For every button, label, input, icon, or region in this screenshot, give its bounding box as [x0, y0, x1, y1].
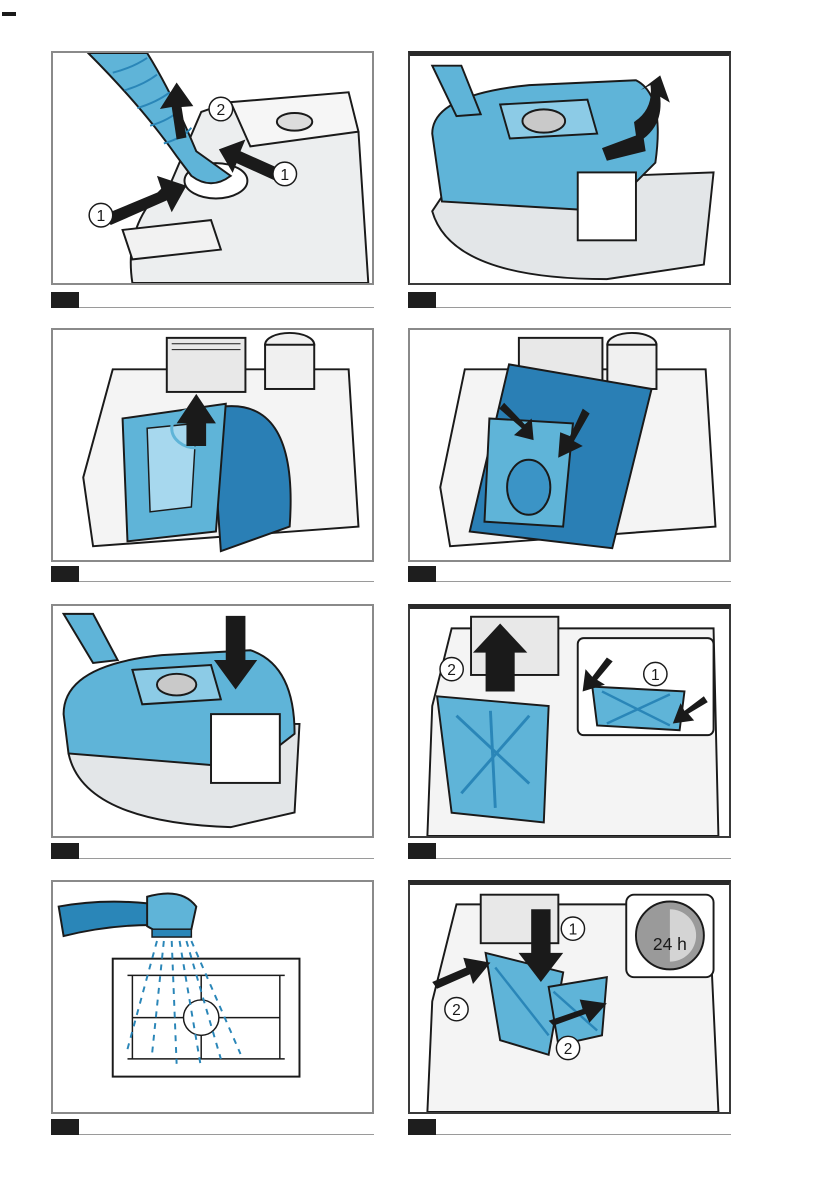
step-marker-1 [51, 292, 374, 308]
step-marker-6 [408, 843, 731, 859]
step-marker-8 [408, 1119, 731, 1135]
step-marker-7 [51, 1119, 374, 1135]
step-marker-4 [408, 566, 731, 582]
callout-label: 2 [216, 102, 225, 119]
figure-2-open-lid [408, 51, 731, 285]
figure-6-remove-filter: 1 2 [408, 604, 731, 838]
arrow-icon [410, 330, 729, 560]
figure-3-remove-bag [51, 328, 374, 562]
callout-label: 2 [452, 1002, 461, 1019]
arrow-icon [53, 606, 372, 836]
callout-number-icon: 1 2 [410, 609, 729, 836]
step-marker-3 [51, 566, 374, 582]
callout-label: 2 [564, 1041, 573, 1058]
callout-label: 1 [97, 208, 106, 225]
page-corner-mark [2, 12, 16, 16]
figure-1-remove-hose: 1 1 2 [51, 51, 374, 285]
callout-number-icon: 1 2 2 [410, 885, 729, 1112]
figure-5-close-lid [51, 604, 374, 838]
step-marker-5 [51, 843, 374, 859]
arrow-icon [410, 56, 729, 283]
arrow-icon [53, 330, 372, 560]
step-marker-2 [408, 292, 731, 308]
callout-label: 1 [569, 921, 578, 938]
figure-8-reinsert-filter: 24 h 1 2 2 [408, 880, 731, 1114]
callout-label: 2 [447, 662, 456, 679]
figure-4-insert-bag [408, 328, 731, 562]
figure-7-rinse-filter [51, 880, 374, 1114]
callout-label: 1 [651, 667, 660, 684]
callout-label: 1 [280, 167, 289, 184]
callout-number-icon: 1 1 2 [53, 53, 372, 283]
water-drop-icon [53, 882, 372, 1112]
